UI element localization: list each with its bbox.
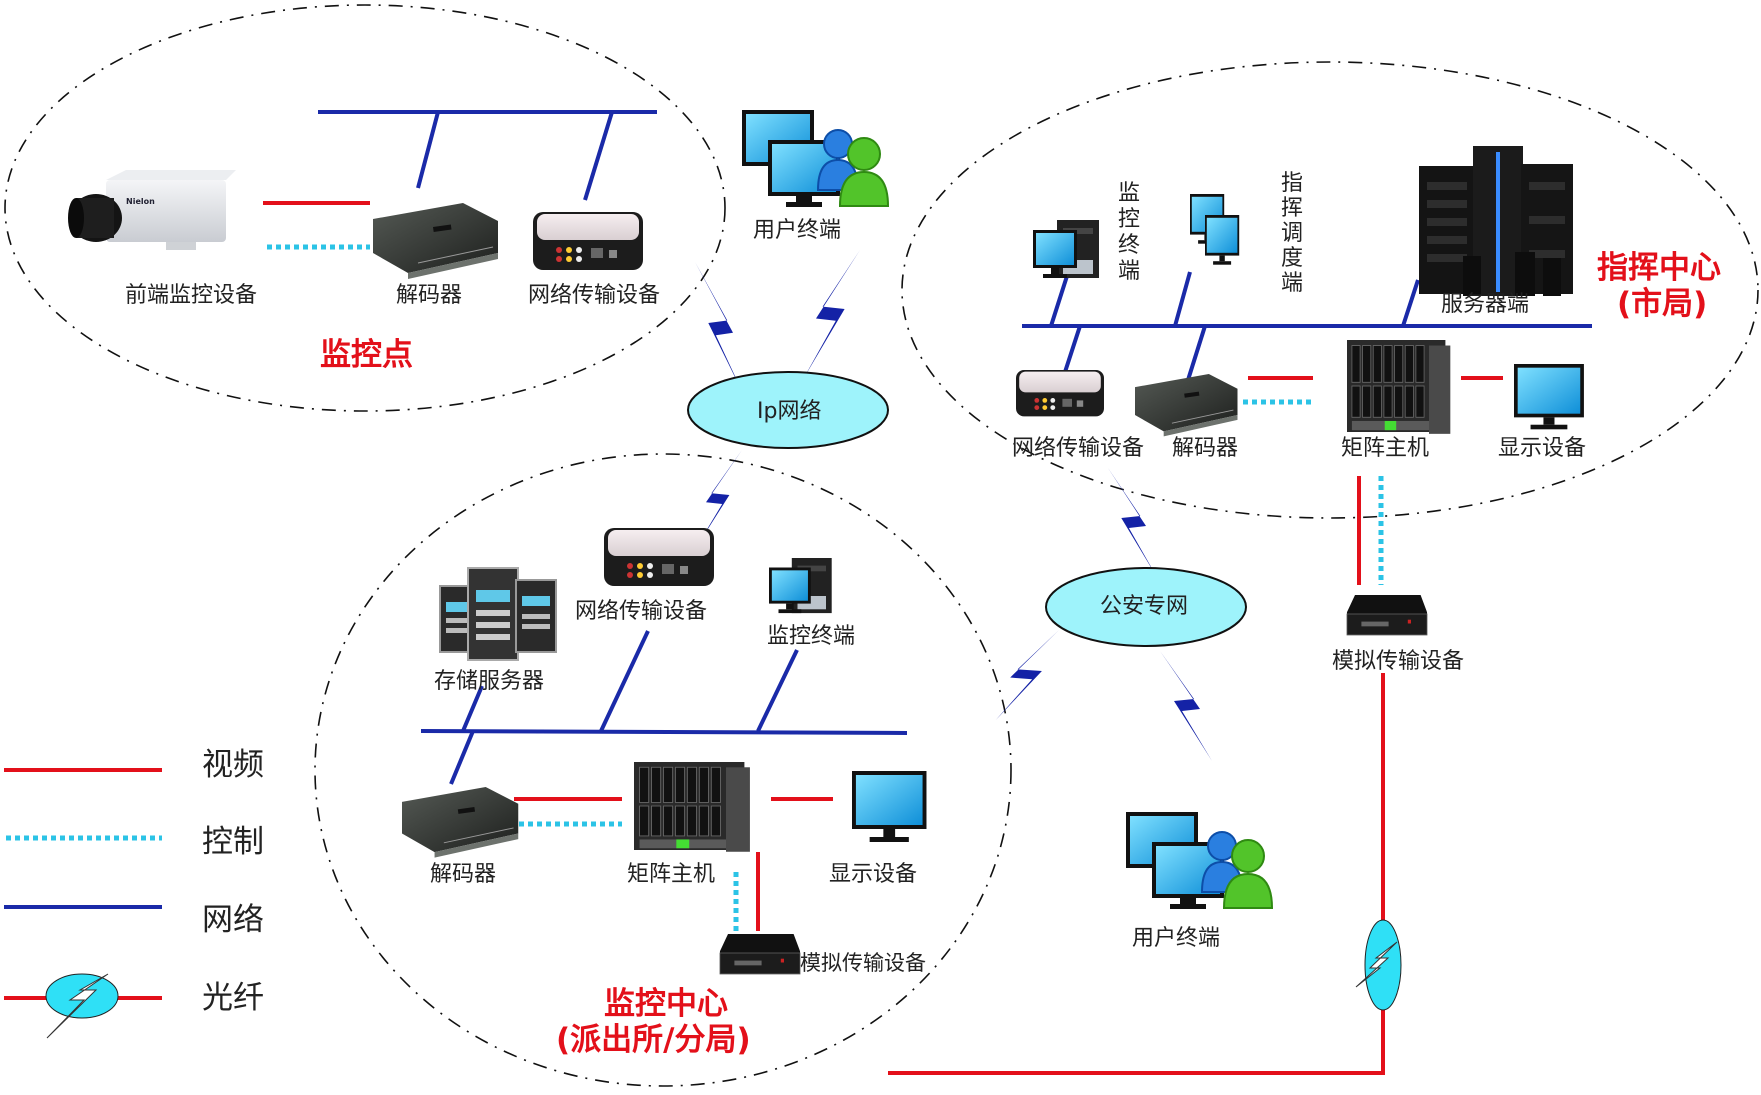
cc-matrix-label: 矩阵主机: [1341, 436, 1429, 461]
ip-network-label: Ip网络: [757, 399, 821, 424]
mc-matrix-label: 矩阵主机: [627, 862, 715, 887]
zone-monitor-point-title: 监控点: [320, 337, 413, 373]
fiber-connector-icon: [1355, 919, 1402, 1011]
wireless-link-icon: [995, 630, 1059, 721]
mp-network-bus: [318, 110, 657, 201]
mc-decoder-icon: [401, 786, 519, 859]
cc-display-label: 显示设备: [1498, 436, 1586, 461]
decoder-icon: [372, 202, 499, 280]
cc-net-device-label: 网络传输设备: [1012, 436, 1144, 461]
cc-decoder-icon: [1134, 373, 1238, 437]
wireless-link-icon: [802, 250, 860, 380]
legend-control-label: 控制: [202, 824, 264, 860]
mc-monitor-terminal-icon: [769, 558, 832, 614]
mc-network-bus: [420, 630, 908, 785]
cc-server-label: 服务器端: [1441, 292, 1529, 317]
fiber-link-line: [888, 673, 1385, 1075]
cc-decoder-label: 解码器: [1172, 436, 1238, 461]
mc-storage-icon: [439, 567, 557, 661]
mc-net-device-label: 网络传输设备: [575, 599, 707, 624]
cc-display-icon: [1514, 364, 1584, 430]
cc-analog-label: 模拟传输设备: [1332, 649, 1464, 674]
cc-network-bus: [1022, 271, 1592, 381]
mc-display-label: 显示设备: [829, 862, 917, 887]
zone-monitor-center-border: [314, 453, 1012, 1087]
mc-analog-device-icon: [719, 933, 801, 975]
ip-network-cloud[interactable]: [687, 371, 889, 449]
cc-monitor-terminal-icon: [1033, 220, 1099, 278]
net-device-icon: [533, 212, 643, 270]
mp-decoder-label: 解码器: [396, 283, 462, 308]
mc-analog-label: 模拟传输设备: [800, 951, 926, 975]
cc-dispatch-terminal-icon: [1190, 194, 1240, 265]
zone-command-center-title: 指挥中心 (市局): [1597, 250, 1732, 322]
cc-analog-device-icon: [1346, 594, 1428, 636]
cc-matrix-icon: [1346, 339, 1451, 435]
mc-decoder-label: 解码器: [430, 862, 496, 887]
cc-server-icon: [1419, 146, 1573, 296]
user-terminal-top-label: 用户终端: [753, 218, 841, 243]
user-terminal-bottom-label: 用户终端: [1132, 926, 1220, 951]
cc-monitor-terminal-label: 监 控 终 端: [1118, 181, 1147, 284]
mc-monitor-terminal-label: 监控终端: [767, 624, 855, 649]
legend-fiber-swatch: [4, 973, 162, 1039]
zone-monitor-point-border: [4, 4, 726, 412]
user-terminal-icon: [741, 109, 889, 208]
legend-video-label: 视频: [202, 747, 264, 783]
police-network-label: 公安专网: [1100, 594, 1188, 619]
wireless-link-icon: [1160, 651, 1212, 761]
mc-storage-label: 存储服务器: [434, 669, 544, 694]
police-network-cloud[interactable]: [1045, 567, 1247, 647]
cc-dispatch-terminal-label: 指 挥 调 度 端: [1281, 171, 1310, 296]
legend-network-label: 网络: [202, 902, 264, 938]
wireless-link-icon: [695, 262, 745, 397]
legend-fiber-label: 光纤: [202, 980, 264, 1016]
mp-net-device-label: 网络传输设备: [528, 283, 660, 308]
zone-monitor-center-title: 监控中心 (派出所/分局): [556, 986, 751, 1058]
camera-icon: [68, 170, 236, 250]
cc-net-device-icon: [1016, 370, 1104, 417]
mc-display-icon: [852, 771, 927, 842]
user-terminal-icon: [1125, 811, 1273, 910]
mc-matrix-icon: [633, 761, 751, 853]
wireless-link-icon: [1108, 468, 1158, 578]
mp-camera-label: 前端监控设备: [125, 283, 257, 308]
mc-net-device-icon: [604, 528, 714, 586]
legend: 视频 控制 网络 光纤: [4, 747, 264, 1039]
zone-command-center-border: [901, 61, 1759, 519]
